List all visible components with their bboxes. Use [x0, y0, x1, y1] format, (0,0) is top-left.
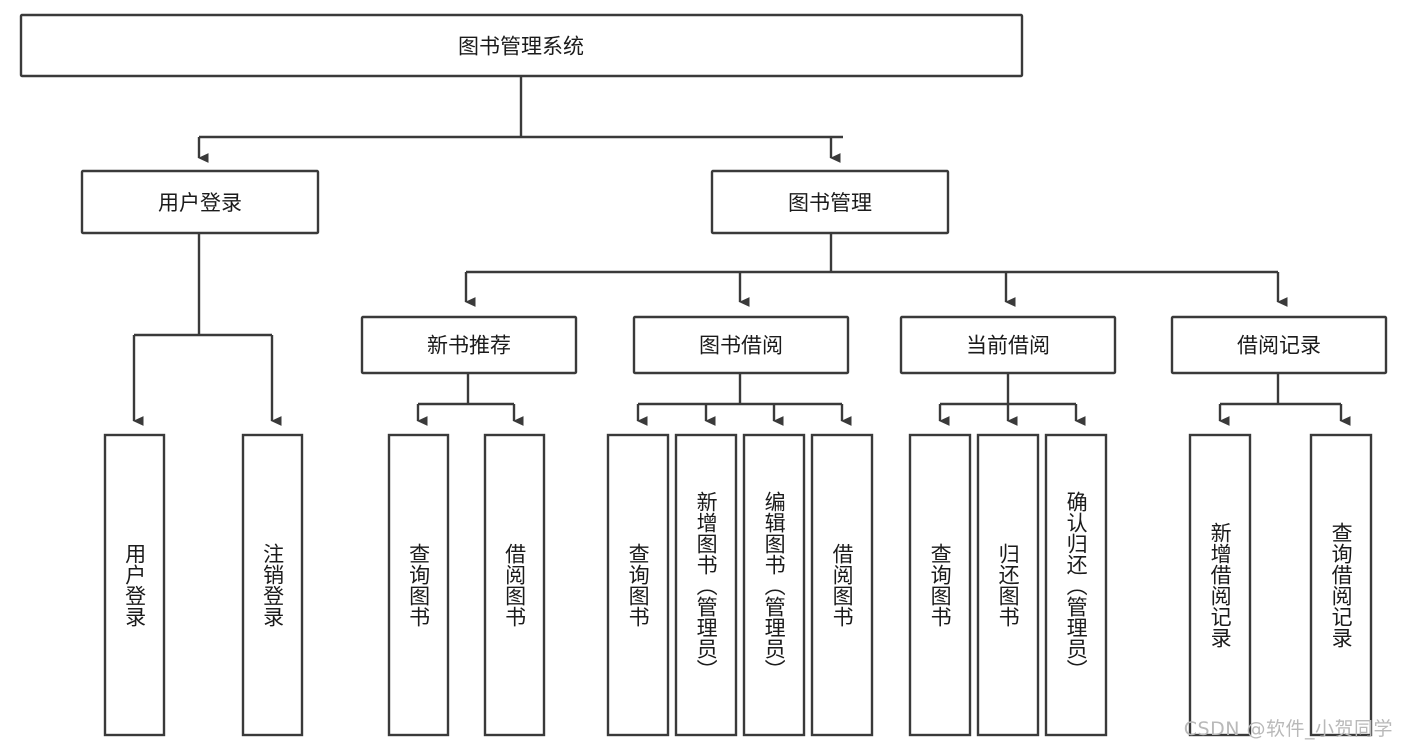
connector-borrow-to-leaves	[636, 373, 852, 426]
connector-userlogin-to-leaves	[132, 233, 282, 426]
leaf-box-add-book	[674, 433, 738, 737]
leaf-box-user-login	[103, 433, 166, 737]
leaf-box-confirm-return	[1044, 433, 1108, 737]
connector-root-to-level2	[197, 76, 843, 163]
node-root-label: 图书管理系统	[458, 35, 584, 59]
connector-newbook-to-leaves	[416, 373, 524, 426]
leaf-box-logout	[241, 433, 304, 737]
node-current-borrow[interactable]: 当前借阅	[899, 315, 1117, 375]
leaf-box-borrow-book-1	[483, 433, 546, 737]
leaf-boxes	[103, 433, 1373, 737]
leaf-box-query-book-3	[908, 433, 972, 737]
leaf-box-query-book-1	[387, 433, 450, 737]
leaf-box-query-book-2	[606, 433, 670, 737]
node-borrow-records[interactable]: 借阅记录	[1170, 315, 1388, 375]
node-current-borrow-label: 当前借阅	[966, 334, 1050, 358]
leaf-box-borrow-book-2	[810, 433, 874, 737]
node-user-login-label: 用户登录	[158, 191, 242, 215]
connector-bookmgmt-to-level3	[464, 233, 1288, 307]
watermark: CSDN @软件_小贺同学	[1183, 718, 1393, 740]
leaf-box-return-book	[976, 433, 1040, 737]
node-new-book-recommend-label: 新书推荐	[427, 334, 511, 358]
node-book-borrow[interactable]: 图书借阅	[632, 315, 850, 375]
node-book-borrow-label: 图书借阅	[699, 334, 783, 358]
node-user-login[interactable]: 用户登录	[80, 169, 320, 235]
node-book-management[interactable]: 图书管理	[710, 169, 950, 235]
connector-current-to-leaves	[938, 373, 1086, 426]
node-book-management-label: 图书管理	[788, 191, 872, 215]
node-new-book-recommend[interactable]: 新书推荐	[360, 315, 578, 375]
node-borrow-records-label: 借阅记录	[1237, 334, 1321, 358]
leaf-box-add-record	[1188, 433, 1252, 737]
leaf-box-query-record	[1309, 433, 1373, 737]
connector-records-to-leaves	[1218, 373, 1351, 426]
leaf-box-edit-book	[742, 433, 806, 737]
node-root[interactable]: 图书管理系统	[19, 13, 1024, 78]
